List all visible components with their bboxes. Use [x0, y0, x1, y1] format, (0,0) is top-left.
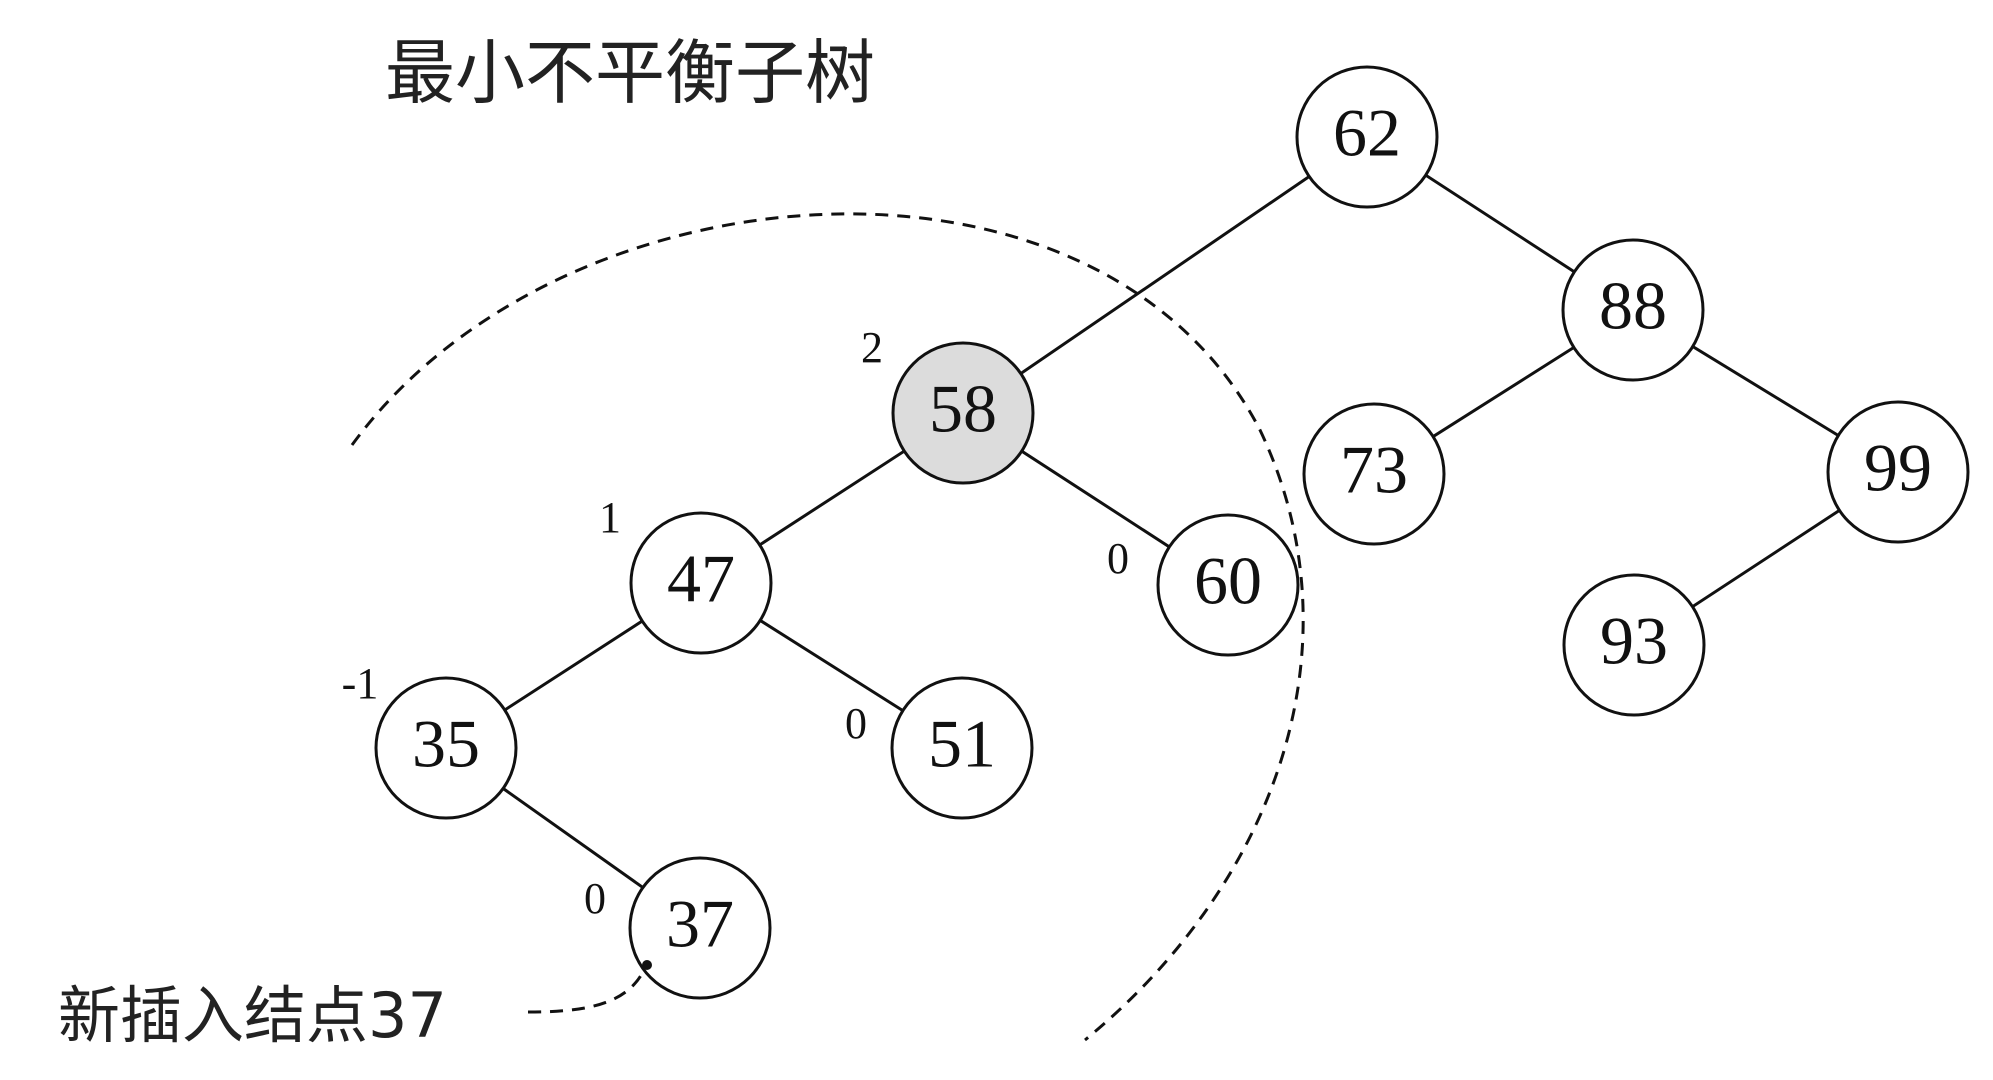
balance-factor-label: 1 [599, 493, 621, 542]
node-value: 47 [667, 541, 735, 617]
node-circle [1826, 400, 1970, 544]
node-value: 99 [1864, 430, 1932, 506]
node-circle [1561, 238, 1705, 382]
tree-node-88: 88 [1561, 238, 1705, 382]
tree-node-51: 51 0 [845, 676, 1034, 820]
node-value: 62 [1333, 95, 1401, 171]
tree-node-35: 35 -1 [342, 659, 518, 820]
tree-node-99: 99 [1826, 400, 1970, 544]
node-circle [628, 856, 772, 1000]
node-value: 35 [412, 706, 480, 782]
node-circle-highlighted [891, 341, 1035, 485]
edge-62-58 [962, 135, 1368, 415]
tree-node-58: 58 2 [861, 323, 1035, 485]
tree-node-93: 93 [1562, 573, 1706, 717]
node-value: 60 [1194, 543, 1262, 619]
nodes-layer: 62 58 2 88 47 1 60 0 73 99 35 -1 51 0 93 37 0 [342, 65, 1970, 1000]
node-circle [1562, 573, 1706, 717]
tree-node-37: 37 0 [584, 856, 772, 1000]
tree-node-62: 62 [1295, 65, 1439, 209]
balance-factor-label: -1 [342, 659, 379, 708]
tree-node-73: 73 [1302, 402, 1446, 546]
diagram-title: 最小不平衡子树 [385, 32, 875, 114]
node-value: 58 [929, 371, 997, 447]
node-value: 93 [1600, 603, 1668, 679]
node-circle [890, 676, 1034, 820]
balance-factor-label: 0 [1107, 534, 1129, 583]
node-value: 73 [1340, 432, 1408, 508]
node-circle [1302, 402, 1446, 546]
callout-anchor-dot [642, 960, 652, 970]
node-circle [629, 511, 773, 655]
balance-factor-label: 0 [584, 874, 606, 923]
node-value: 88 [1599, 268, 1667, 344]
tree-node-60: 60 0 [1107, 513, 1300, 657]
balance-factor-label: 2 [861, 323, 883, 372]
node-circle [374, 676, 518, 820]
new-node-callout: 新插入结点37 [58, 979, 447, 1052]
tree-node-47: 47 1 [599, 493, 773, 655]
node-value: 37 [666, 886, 734, 962]
subtree-boundary-dashed-arc [350, 212, 1305, 1042]
callout-leader-dashed [527, 967, 647, 1014]
node-value: 51 [928, 706, 996, 782]
node-circle [1156, 513, 1300, 657]
balance-factor-label: 0 [845, 699, 867, 748]
node-circle [1295, 65, 1439, 209]
